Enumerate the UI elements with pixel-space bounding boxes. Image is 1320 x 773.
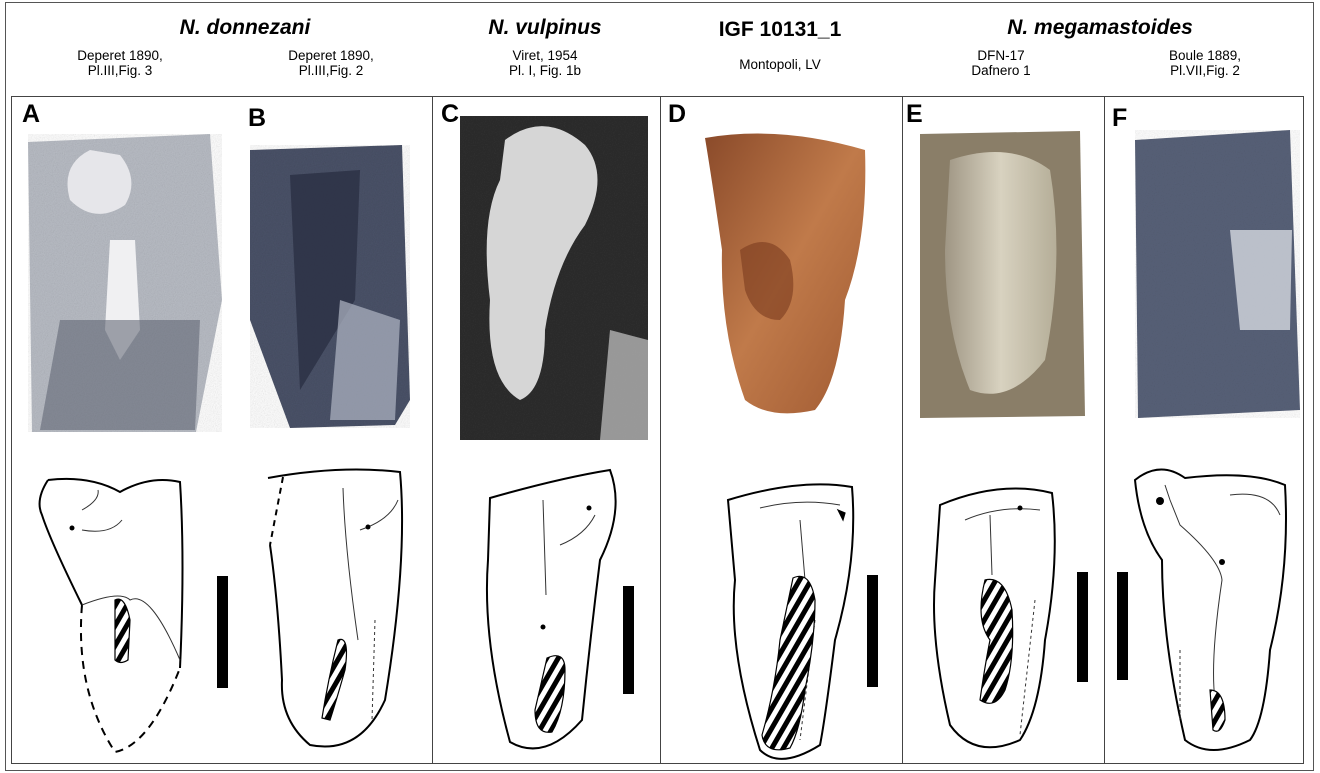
cast-photo-e <box>920 131 1085 418</box>
photograph-c <box>460 116 648 440</box>
points <box>70 497 1226 630</box>
engraving-a <box>28 134 222 432</box>
engraving-f <box>1130 128 1302 418</box>
engraving-b <box>250 145 410 428</box>
outline-f <box>1135 469 1286 750</box>
specimen-photo-d <box>705 134 865 414</box>
outline-a-left <box>40 480 82 605</box>
wear-facets <box>115 510 1225 750</box>
internal-lines <box>82 485 1280 740</box>
